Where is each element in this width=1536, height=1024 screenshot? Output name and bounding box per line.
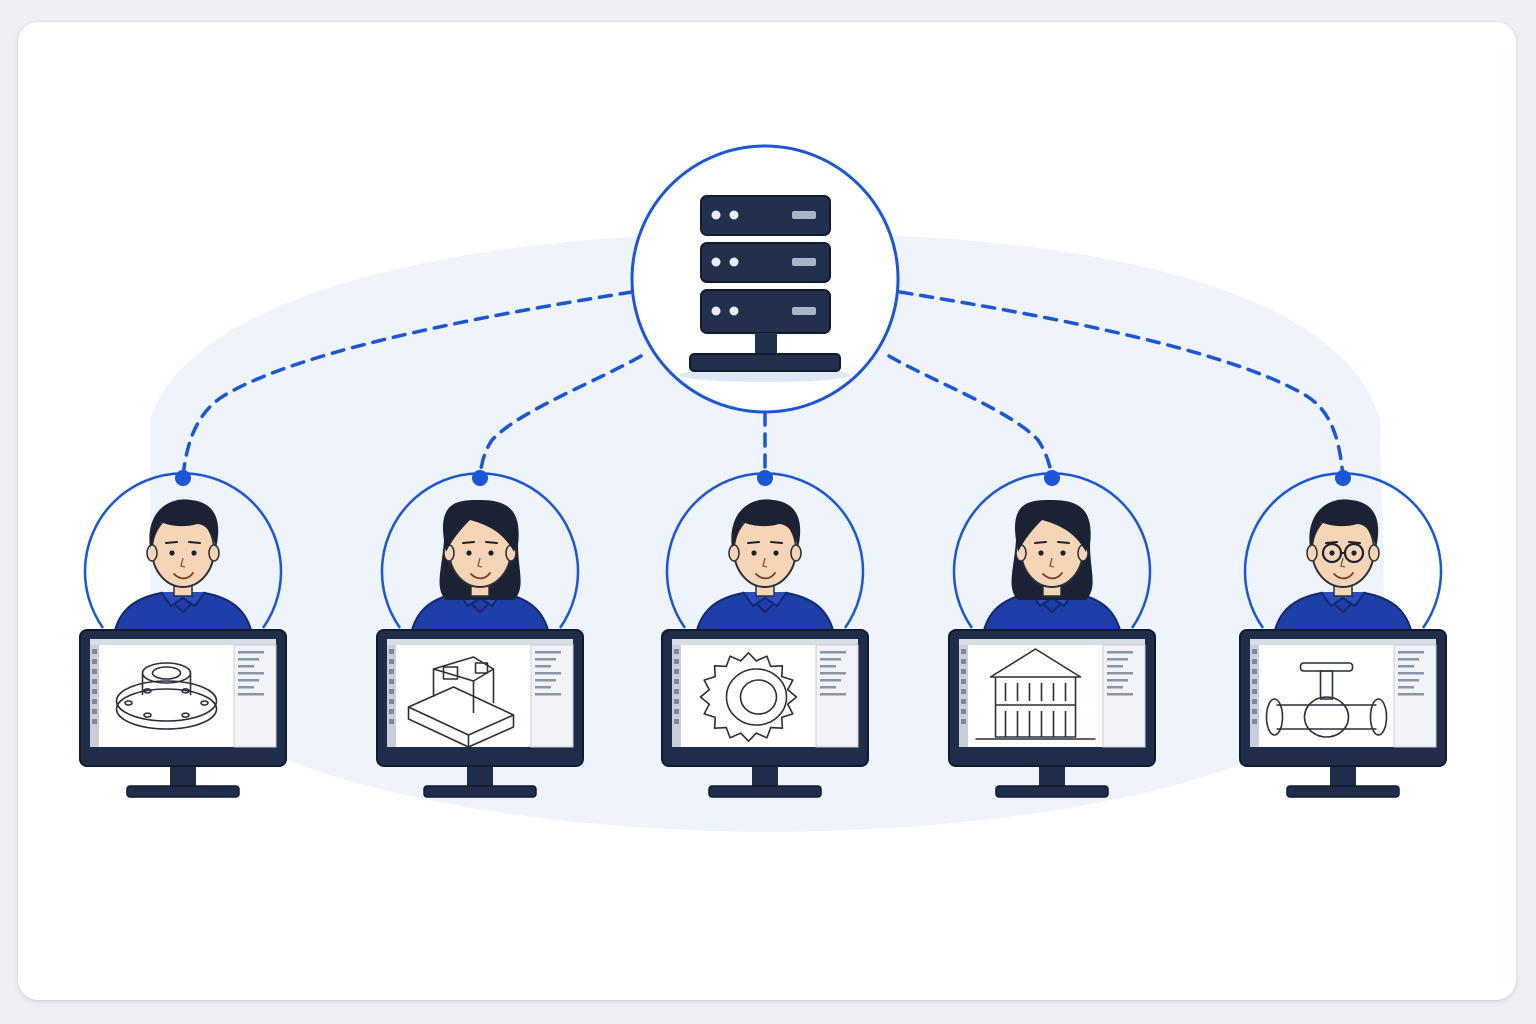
client-workstation — [948, 470, 1156, 798]
connection-node — [1044, 470, 1060, 486]
monitor — [948, 629, 1156, 798]
client-workstation — [79, 470, 287, 798]
monitor — [376, 629, 584, 798]
person-woman-long-hair — [980, 500, 1124, 641]
connection-line-5 — [898, 290, 1345, 479]
cad-properties-panel — [815, 644, 859, 748]
cad-toolbar — [90, 645, 99, 747]
connection-lines — [181, 290, 1345, 479]
monitor — [661, 629, 869, 798]
cad-properties-panel — [233, 644, 277, 748]
cad-flange-drawing-icon — [115, 662, 218, 730]
client-workstation — [661, 470, 869, 798]
hair — [149, 499, 219, 548]
connection-line-1 — [181, 290, 634, 479]
cad-building-drawing-icon — [975, 648, 1096, 740]
connection-line-4 — [887, 354, 1054, 479]
connection-node — [175, 470, 191, 486]
connection-node — [1335, 470, 1351, 486]
person-man-short-hair — [111, 499, 255, 641]
hair — [731, 499, 801, 548]
cad-gear-drawing-icon — [699, 652, 798, 742]
person-woman-long-hair — [408, 500, 552, 641]
hair — [1309, 499, 1379, 548]
monitor — [1239, 629, 1447, 798]
diagram-card — [18, 22, 1516, 1000]
hair — [445, 507, 516, 552]
connection-node — [472, 470, 488, 486]
cad-toolbar — [672, 645, 681, 747]
connection-node — [757, 470, 773, 486]
client-workstation — [1239, 470, 1447, 798]
cad-toolbar — [1250, 645, 1259, 747]
server-hub — [630, 144, 900, 414]
cad-machined-block-drawing-icon — [407, 656, 515, 748]
monitor — [79, 629, 287, 798]
hair — [1017, 507, 1088, 552]
cad-properties-panel — [1393, 644, 1437, 748]
cad-toolbar — [387, 645, 396, 747]
cad-properties-panel — [1102, 644, 1146, 748]
network-diagram — [79, 144, 1447, 833]
cad-toolbar — [959, 645, 968, 747]
client-workstations — [79, 470, 1447, 798]
cad-valve-drawing-icon — [1265, 662, 1388, 738]
client-workstation — [376, 470, 584, 798]
person-man-glasses — [1271, 499, 1415, 641]
cad-properties-panel — [530, 644, 574, 748]
person-man-short-hair — [693, 499, 837, 641]
connection-line-2 — [478, 354, 643, 479]
server-rack-icon — [679, 195, 851, 382]
